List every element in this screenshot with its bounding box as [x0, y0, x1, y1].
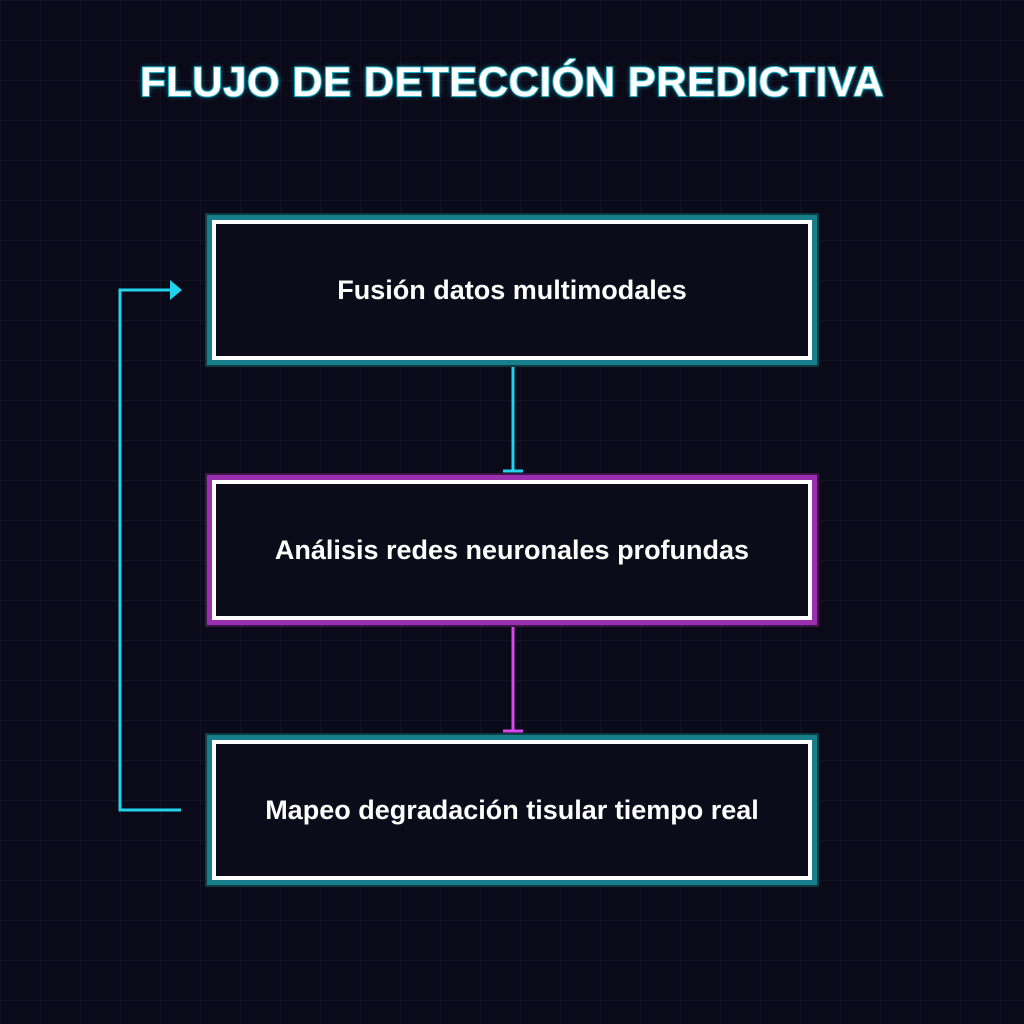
node-data-fusion: Fusión datos multimodales — [207, 215, 817, 365]
feedback-loop-arrowhead — [170, 280, 182, 300]
node-neural-analysis: Análisis redes neuronales profundas — [207, 475, 817, 625]
diagram-title: FLUJO DE DETECCIÓN PREDICTIVA — [139, 57, 885, 106]
node-label: Fusión datos multimodales — [337, 274, 687, 305]
node-label: Mapeo degradación tisular tiempo real — [265, 794, 759, 825]
node-degradation-mapping: Mapeo degradación tisular tiempo real — [207, 735, 817, 885]
node-label: Análisis redes neuronales profundas — [274, 534, 750, 565]
feedback-loop-connector — [118, 288, 181, 812]
